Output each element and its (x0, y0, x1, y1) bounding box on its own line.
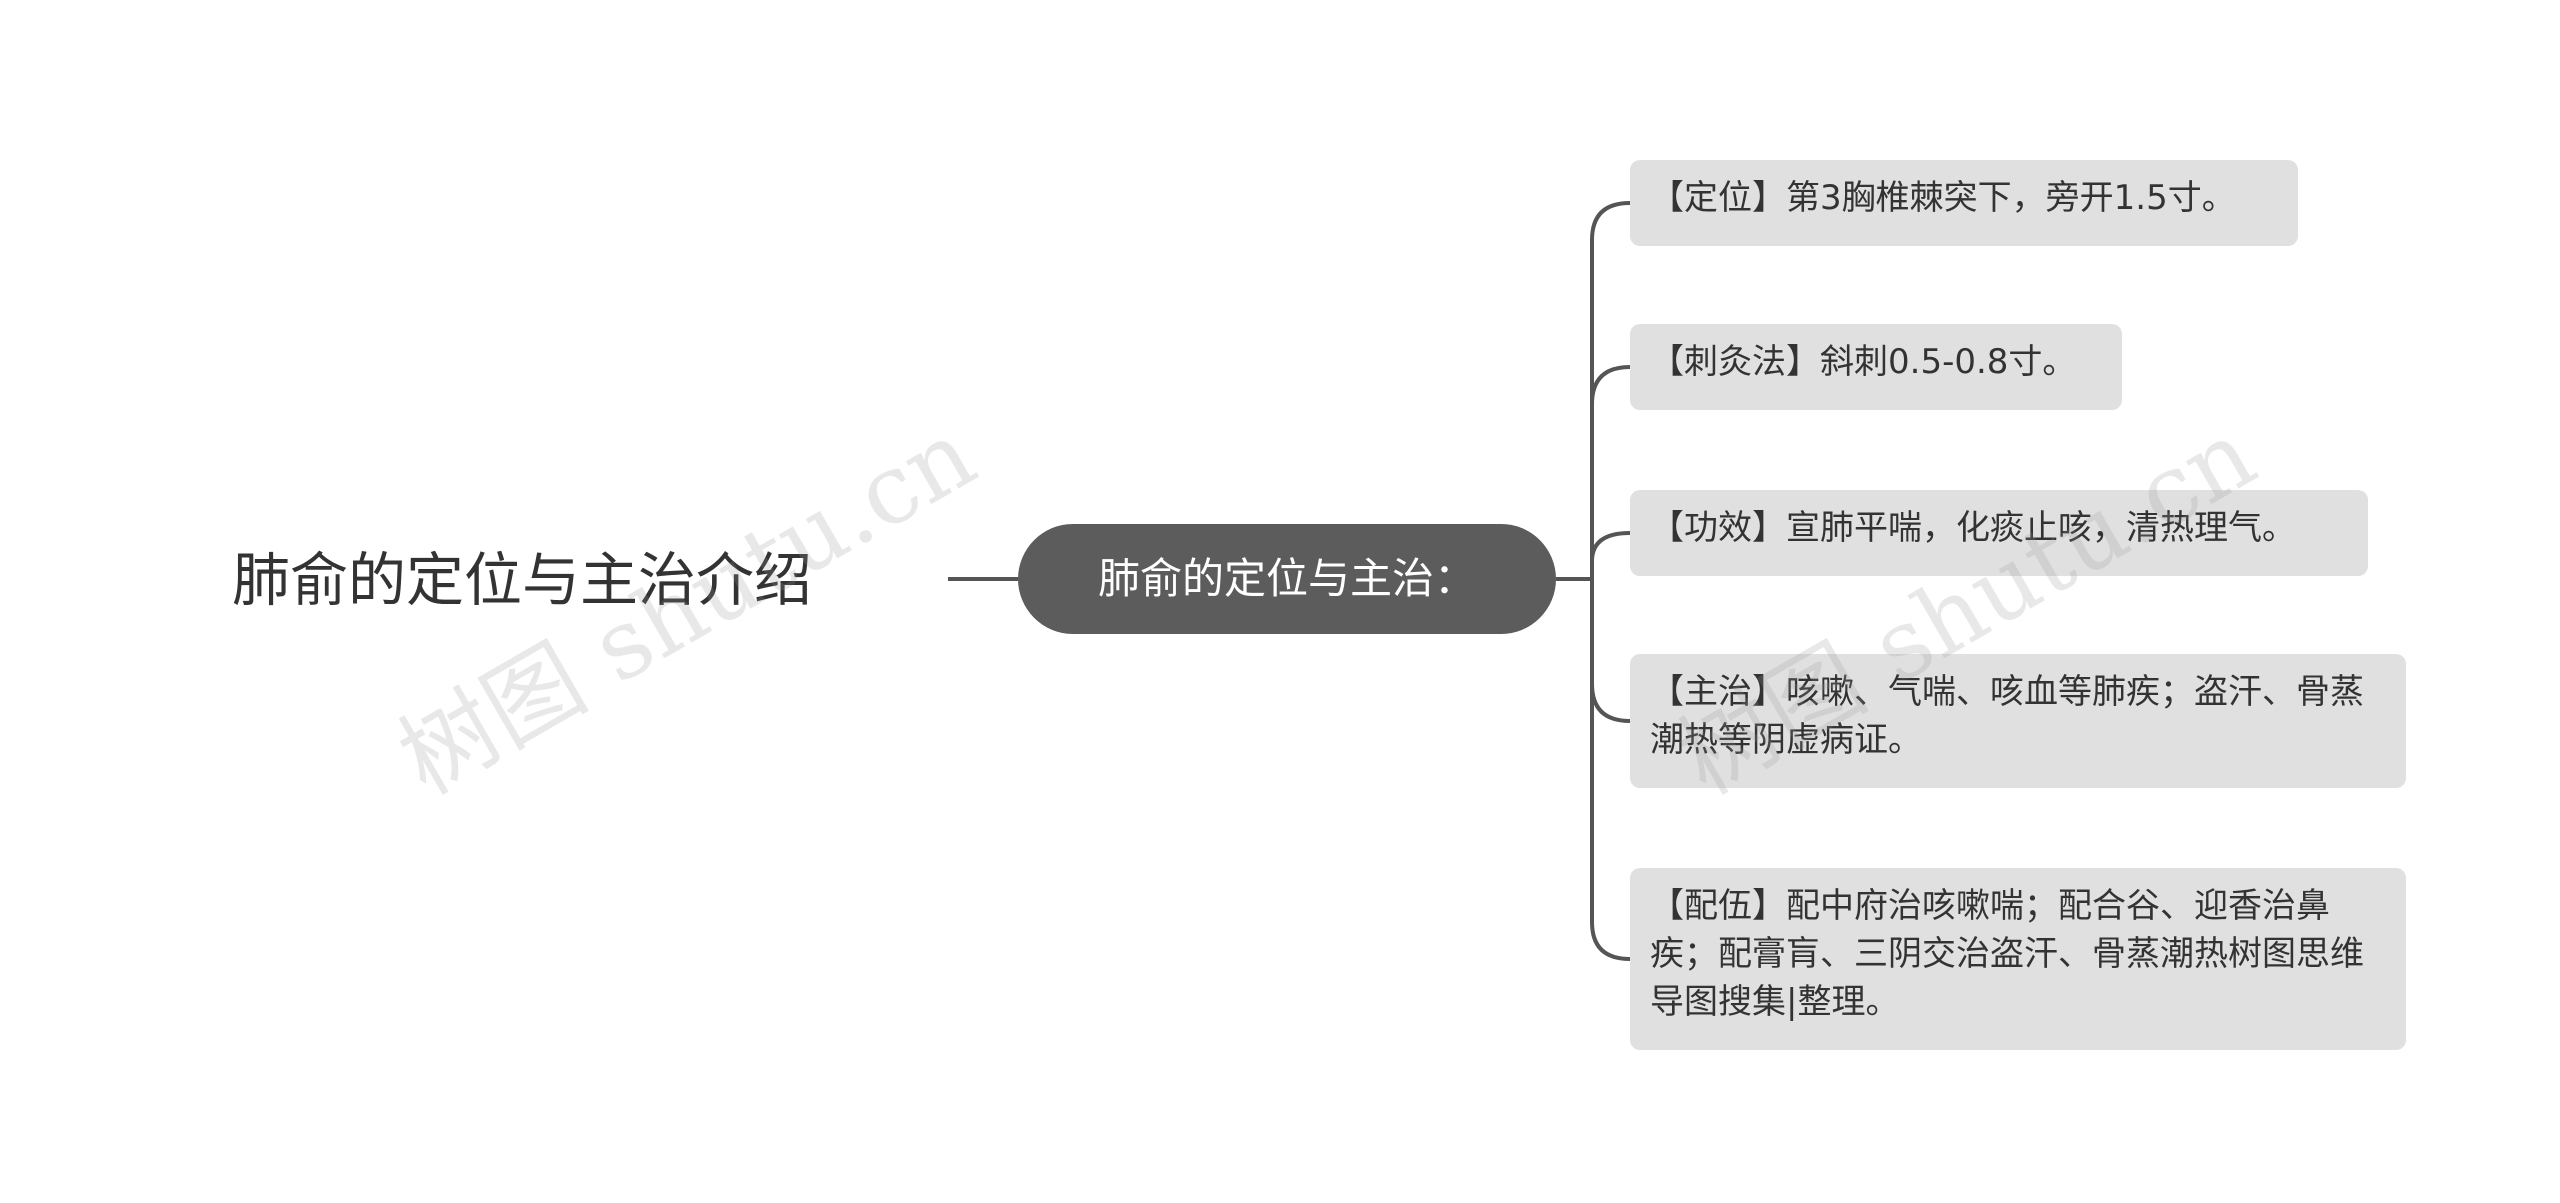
leaf-node-combination[interactable]: 【配伍】配中府治咳嗽喘；配合谷、迎香治鼻疾；配膏肓、三阴交治盗汗、骨蒸潮热树图思… (1630, 868, 2406, 1050)
leaf-node-efficacy[interactable]: 【功效】宣肺平喘，化痰止咳，清热理气。 (1630, 490, 2368, 576)
branch-line-3 (1590, 579, 1631, 723)
leaf-node-location[interactable]: 【定位】第3胸椎棘突下，旁开1.5寸。 (1630, 160, 2298, 246)
leaf-node-indications[interactable]: 【主治】咳嗽、气喘、咳血等肺疾；盗汗、骨蒸潮热等阴虚病证。 (1630, 654, 2406, 788)
branch-line-0 (1590, 201, 1631, 579)
root-topic[interactable]: 肺俞的定位与主治介绍 (232, 546, 813, 614)
main-topic-node[interactable]: 肺俞的定位与主治： (1018, 524, 1556, 634)
branch-line-4 (1590, 579, 1631, 961)
leaf-node-acupuncture-method[interactable]: 【刺灸法】斜刺0.5-0.8寸。 (1630, 324, 2122, 410)
branch-line-2 (1590, 531, 1631, 579)
branch-line-1 (1590, 365, 1631, 579)
